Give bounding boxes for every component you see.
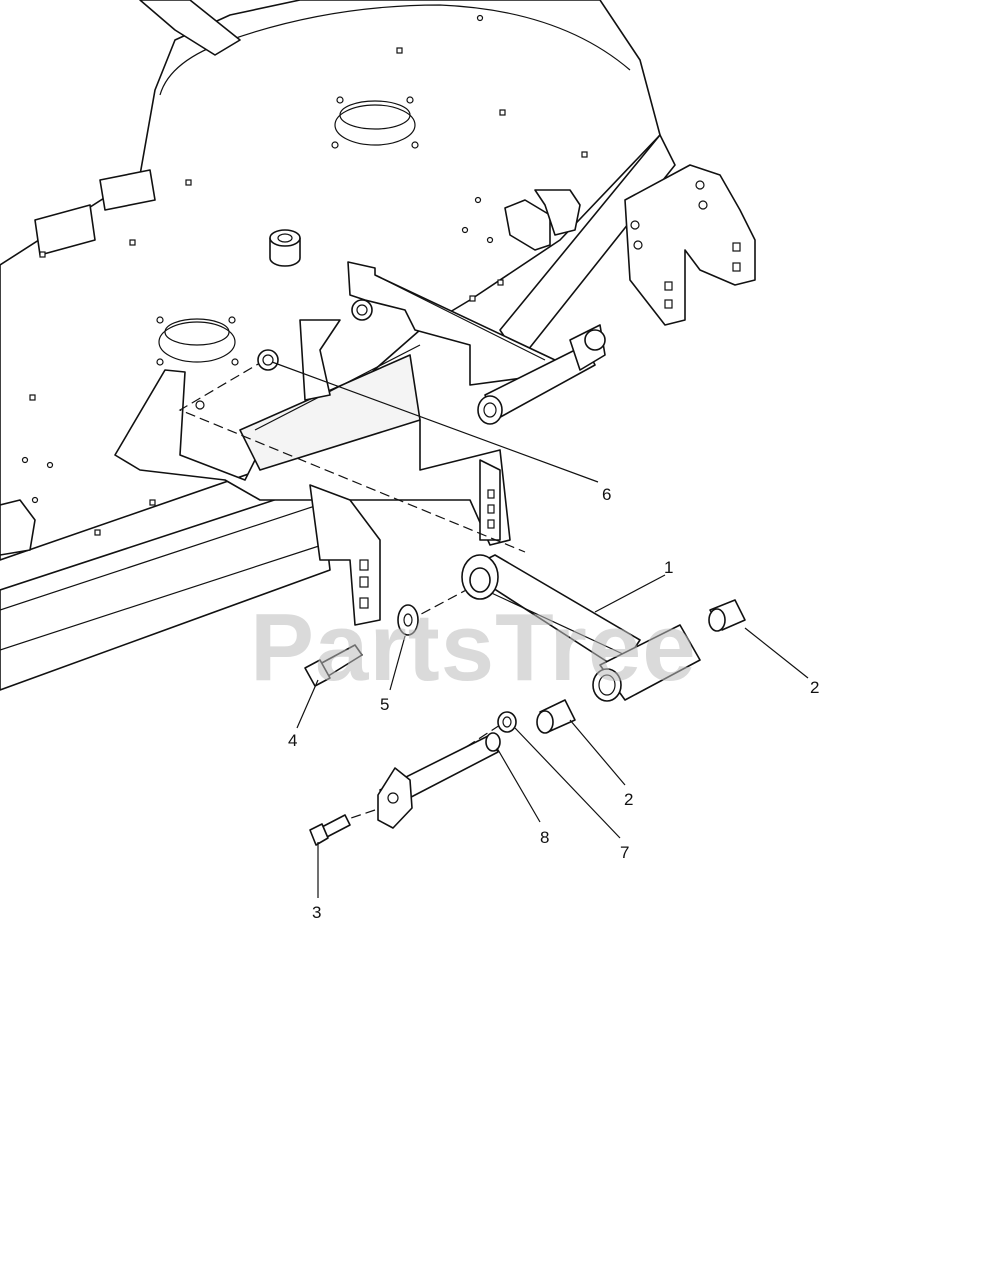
watermark-text: PartsTree: [250, 594, 697, 701]
callout-3: 3: [312, 903, 321, 922]
part-2-bushing-upper: [708, 599, 746, 632]
part-4-bolt: [304, 644, 363, 687]
callout-4: 4: [288, 731, 297, 750]
part-6-washer: [257, 349, 279, 371]
deck-spacer: [269, 229, 301, 267]
upper-cross-bracket: [347, 261, 556, 386]
callout-7: 7: [620, 843, 629, 862]
callout-1: 1: [664, 558, 673, 577]
callout-2-lower: 2: [624, 790, 633, 809]
front-hanger-bracket: [309, 484, 381, 626]
callout-8: 8: [540, 828, 549, 847]
part-1-pivot-arm: [461, 554, 701, 702]
callout-6: 6: [602, 485, 611, 504]
part-7-nut: [497, 711, 517, 733]
part-5-washer: [397, 604, 419, 636]
leader-lines: [271, 361, 809, 898]
callouts: 1 2 2 3 4 5 6 7 8: [288, 485, 819, 922]
part-3-bolt: [309, 814, 351, 846]
part-2-bushing-lower: [536, 699, 576, 734]
part-8-pin: [377, 732, 501, 829]
pivot-shaft: [477, 324, 606, 425]
deck-clip-bracket: [504, 189, 581, 251]
callout-2-upper: 2: [810, 678, 819, 697]
right-frame-bracket: [624, 164, 756, 326]
callout-5: 5: [380, 695, 389, 714]
lower-bracket: [114, 319, 511, 546]
